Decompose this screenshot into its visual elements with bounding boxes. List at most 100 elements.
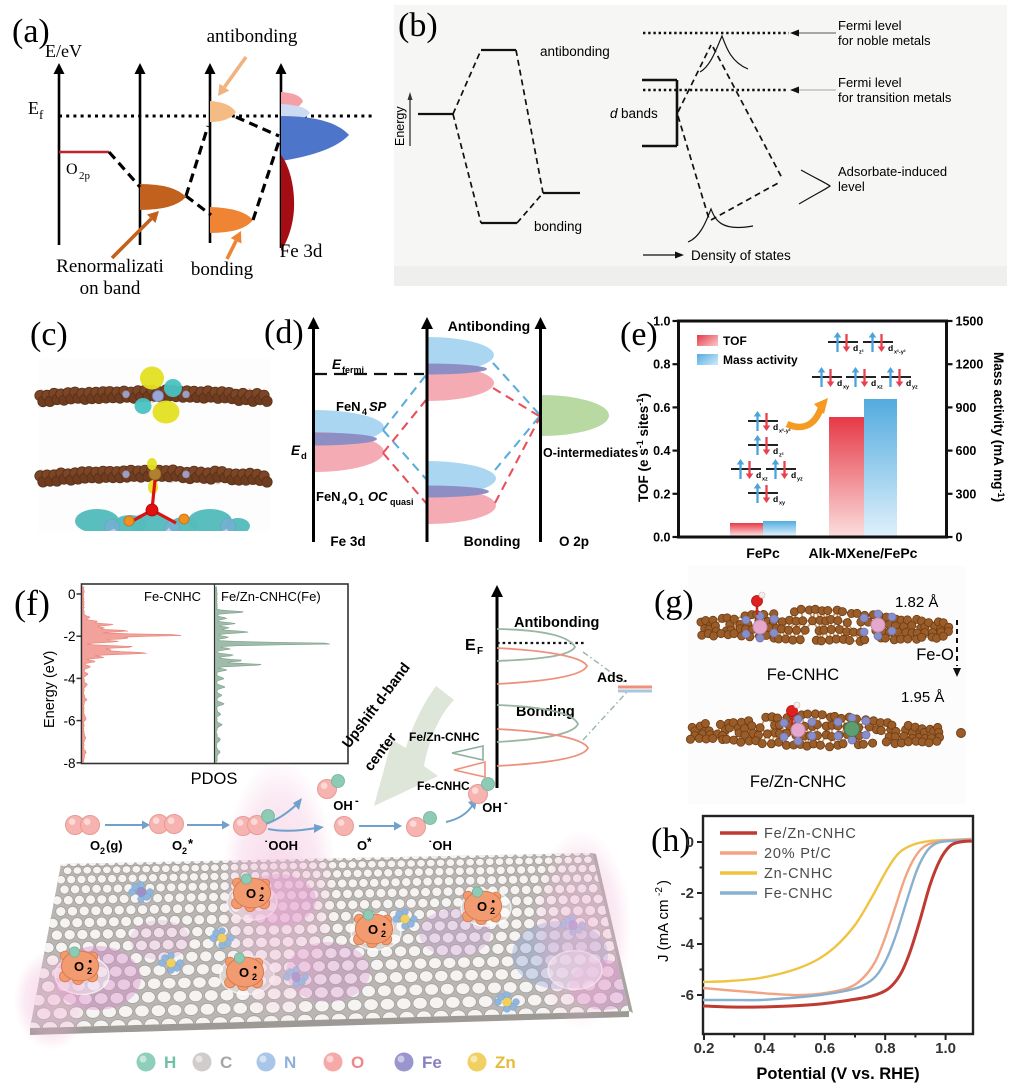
svg-text:-6: -6 bbox=[681, 987, 694, 1004]
svg-text:*: * bbox=[367, 835, 372, 849]
svg-text:d: d bbox=[773, 446, 778, 456]
svg-text:Mass activity: Mass activity bbox=[723, 353, 798, 367]
svg-text:E: E bbox=[465, 637, 476, 654]
svg-text:1.82 Å: 1.82 Å bbox=[895, 594, 938, 611]
svg-text:Alk-MXene/FePc: Alk-MXene/FePc bbox=[809, 545, 918, 561]
svg-text:F: F bbox=[477, 646, 483, 657]
svg-text:Density of states: Density of states bbox=[691, 248, 791, 263]
svg-text:FePc: FePc bbox=[746, 545, 780, 561]
svg-text:1.95 Å: 1.95 Å bbox=[901, 689, 944, 706]
svg-text:for transition metals: for transition metals bbox=[838, 90, 952, 105]
svg-text:Fe-CNHC: Fe-CNHC bbox=[144, 589, 201, 604]
svg-text:level: level bbox=[838, 179, 865, 194]
svg-text:-2: -2 bbox=[681, 885, 694, 902]
svg-text:Mass activity (mA mg-1): Mass activity (mA mg-1) bbox=[991, 352, 1006, 502]
svg-text:Upshift d-band: Upshift d-band bbox=[339, 660, 413, 751]
svg-text:2: 2 bbox=[182, 846, 187, 856]
svg-text:d: d bbox=[871, 378, 876, 388]
svg-text:FeN: FeN bbox=[316, 489, 341, 504]
svg-text:˙OOH: ˙OOH bbox=[264, 838, 298, 853]
svg-text:f: f bbox=[39, 107, 44, 122]
svg-text:Fe/Zn-CNHC: Fe/Zn-CNHC bbox=[750, 773, 846, 791]
svg-text:1500: 1500 bbox=[956, 315, 984, 329]
svg-text:2: 2 bbox=[252, 972, 257, 982]
svg-text:O: O bbox=[90, 838, 100, 853]
svg-text:0: 0 bbox=[956, 531, 963, 545]
svg-text:O: O bbox=[348, 489, 358, 504]
svg-text:2: 2 bbox=[100, 846, 105, 856]
svg-text:4: 4 bbox=[362, 407, 367, 417]
svg-text:E/eV: E/eV bbox=[45, 41, 82, 61]
svg-text:Antibonding: Antibonding bbox=[448, 318, 530, 334]
svg-text:antibonding: antibonding bbox=[540, 44, 610, 59]
svg-text:): ) bbox=[655, 880, 672, 885]
svg-text:0.2: 0.2 bbox=[694, 1040, 715, 1057]
svg-text:-8: -8 bbox=[63, 756, 75, 771]
svg-text:O: O bbox=[368, 922, 378, 937]
svg-text:TOF: TOF bbox=[723, 334, 747, 348]
svg-text:antibonding: antibonding bbox=[207, 26, 298, 47]
svg-text:quasi: quasi bbox=[390, 497, 414, 507]
svg-text:0.6: 0.6 bbox=[653, 401, 670, 415]
svg-text:O: O bbox=[239, 965, 249, 980]
svg-text:(g): (g) bbox=[654, 584, 694, 621]
svg-text:Fe-CNHC: Fe-CNHC bbox=[764, 886, 833, 902]
svg-text:d: d bbox=[906, 378, 911, 388]
svg-text:Fe/Zn-CNHC: Fe/Zn-CNHC bbox=[764, 826, 857, 842]
svg-text:1200: 1200 bbox=[956, 358, 984, 372]
svg-text:TOF (e s-1 sites-1): TOF (e s-1 sites-1) bbox=[635, 393, 651, 502]
svg-text:Fe-CNHC: Fe-CNHC bbox=[767, 666, 839, 684]
svg-text:*: * bbox=[188, 836, 194, 851]
svg-text:Antibonding: Antibonding bbox=[514, 615, 599, 631]
svg-text:d: d bbox=[853, 343, 858, 353]
svg-text:bands: bands bbox=[621, 106, 658, 121]
svg-text:2p: 2p bbox=[79, 170, 91, 182]
svg-text:O: O bbox=[66, 161, 78, 178]
svg-text:yz: yz bbox=[797, 477, 803, 483]
svg-text:d: d bbox=[791, 470, 796, 480]
svg-text:˙OH: ˙OH bbox=[428, 838, 452, 853]
svg-text:H: H bbox=[164, 1053, 176, 1072]
svg-text:2: 2 bbox=[259, 893, 264, 903]
svg-text:Potential (V vs. RHE): Potential (V vs. RHE) bbox=[756, 1065, 919, 1083]
svg-text:Fermi level: Fermi level bbox=[838, 75, 902, 90]
svg-text:0.2: 0.2 bbox=[653, 487, 670, 501]
svg-text:xz: xz bbox=[762, 477, 768, 483]
svg-text:N: N bbox=[284, 1053, 296, 1072]
svg-text:SP: SP bbox=[369, 399, 387, 414]
svg-text:xy: xy bbox=[843, 385, 850, 391]
svg-text:0.4: 0.4 bbox=[754, 1040, 776, 1057]
svg-text:0.4: 0.4 bbox=[653, 444, 670, 458]
svg-text:O 2p: O 2p bbox=[559, 534, 589, 549]
svg-text:z²: z² bbox=[859, 349, 864, 356]
svg-text:1.0: 1.0 bbox=[935, 1040, 956, 1057]
svg-text:2: 2 bbox=[490, 906, 495, 916]
svg-text:0.8: 0.8 bbox=[653, 358, 670, 372]
svg-text:O: O bbox=[357, 838, 367, 853]
svg-text:E: E bbox=[28, 98, 39, 118]
svg-text:O: O bbox=[74, 959, 84, 974]
svg-text:0: 0 bbox=[68, 587, 76, 602]
svg-text:Fe/Zn-CNHC: Fe/Zn-CNHC bbox=[409, 730, 480, 744]
svg-text:for noble metals: for noble metals bbox=[838, 33, 931, 48]
svg-text:FeN: FeN bbox=[336, 399, 361, 414]
svg-text:1.0: 1.0 bbox=[653, 315, 670, 329]
svg-text:bonding: bonding bbox=[191, 259, 254, 280]
svg-text:(h): (h) bbox=[651, 822, 691, 859]
svg-text:0: 0 bbox=[686, 834, 694, 851]
svg-text:600: 600 bbox=[956, 444, 977, 458]
svg-text:O: O bbox=[172, 838, 182, 853]
svg-text:2: 2 bbox=[87, 966, 92, 976]
svg-text:Adsorbate-induced: Adsorbate-induced bbox=[838, 164, 947, 179]
svg-text:fermi: fermi bbox=[342, 365, 364, 375]
svg-text:20% Pt/C: 20% Pt/C bbox=[764, 846, 832, 862]
svg-text:d: d bbox=[610, 106, 618, 121]
svg-text:4: 4 bbox=[342, 497, 347, 507]
svg-text:C: C bbox=[220, 1053, 232, 1072]
svg-text:(d): (d) bbox=[264, 314, 304, 351]
svg-text:900: 900 bbox=[956, 401, 977, 415]
svg-text:1: 1 bbox=[359, 497, 364, 507]
svg-text:(c): (c) bbox=[30, 316, 68, 353]
svg-text:0.8: 0.8 bbox=[875, 1040, 896, 1057]
svg-text:OH: OH bbox=[333, 798, 353, 813]
